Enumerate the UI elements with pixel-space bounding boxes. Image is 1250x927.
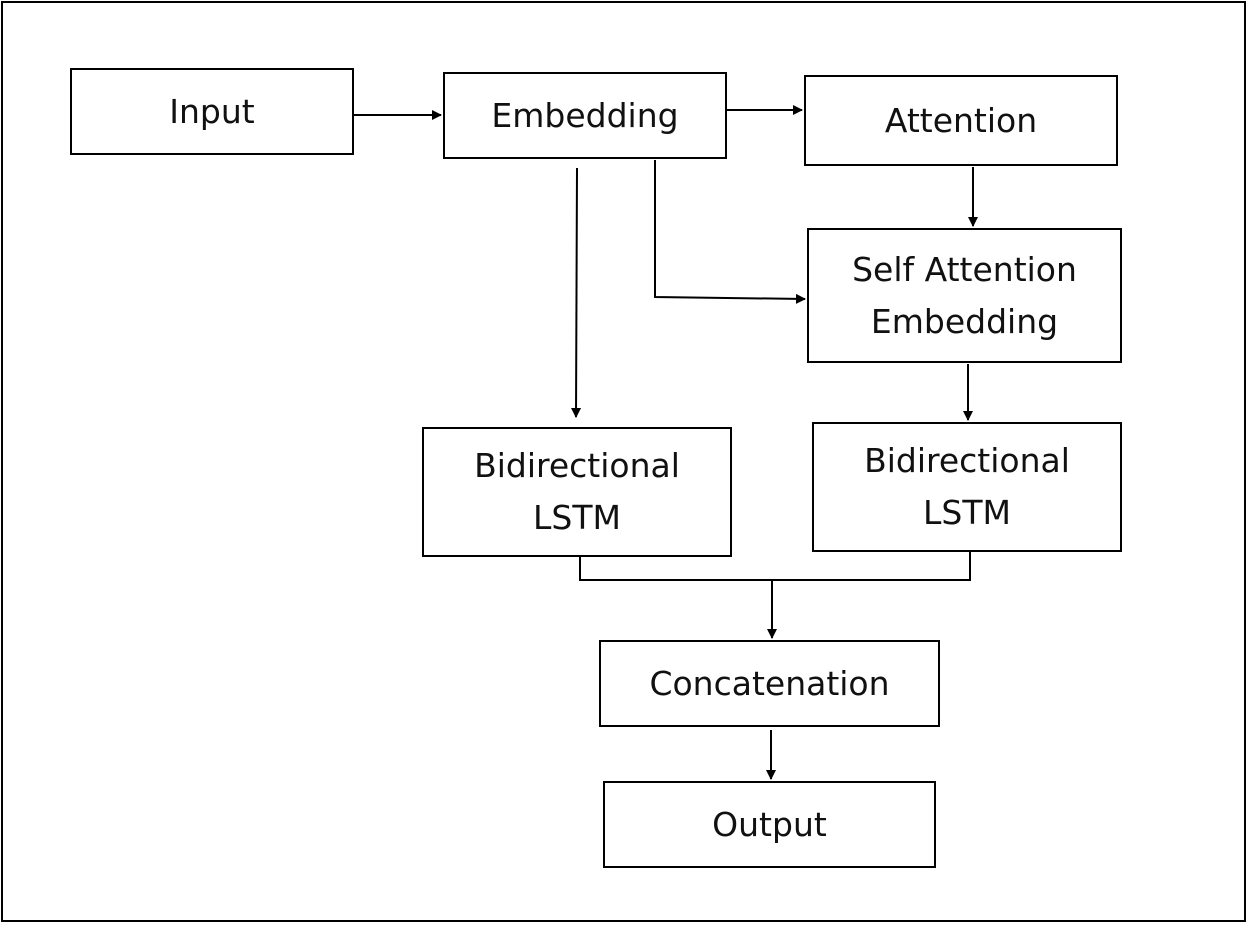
bilstm-left-node: Bidirectional LSTM [422,427,732,557]
attention-label: Attention [884,100,1038,140]
self-attention-embedding-node: Self Attention Embedding [807,228,1122,363]
bilstm-right-label-line2: LSTM [923,493,1011,532]
self-attention-label-line2: Embedding [870,301,1059,341]
concatenation-node: Concatenation [599,640,940,727]
embedding-node: Embedding [443,72,727,159]
output-node: Output [603,781,936,868]
output-label: Output [712,804,827,844]
concatenation-label: Concatenation [649,663,890,703]
bilstm-right-label-line1: Bidirectional [864,441,1070,480]
edge-bilstm-merge [579,552,971,581]
self-attention-label-line1: Self Attention [852,249,1077,289]
edge-embedding-self-attention [654,160,806,304]
embedding-label: Embedding [491,95,679,135]
attention-node: Attention [804,75,1118,166]
bilstm-left-label-line1: Bidirectional [474,446,680,485]
edge-embedding-bilstm-left [571,167,582,418]
bilstm-left-label-line2: LSTM [533,498,621,537]
input-label: Input [169,91,255,131]
bilstm-right-node: Bidirectional LSTM [812,422,1122,552]
input-node: Input [70,68,354,155]
